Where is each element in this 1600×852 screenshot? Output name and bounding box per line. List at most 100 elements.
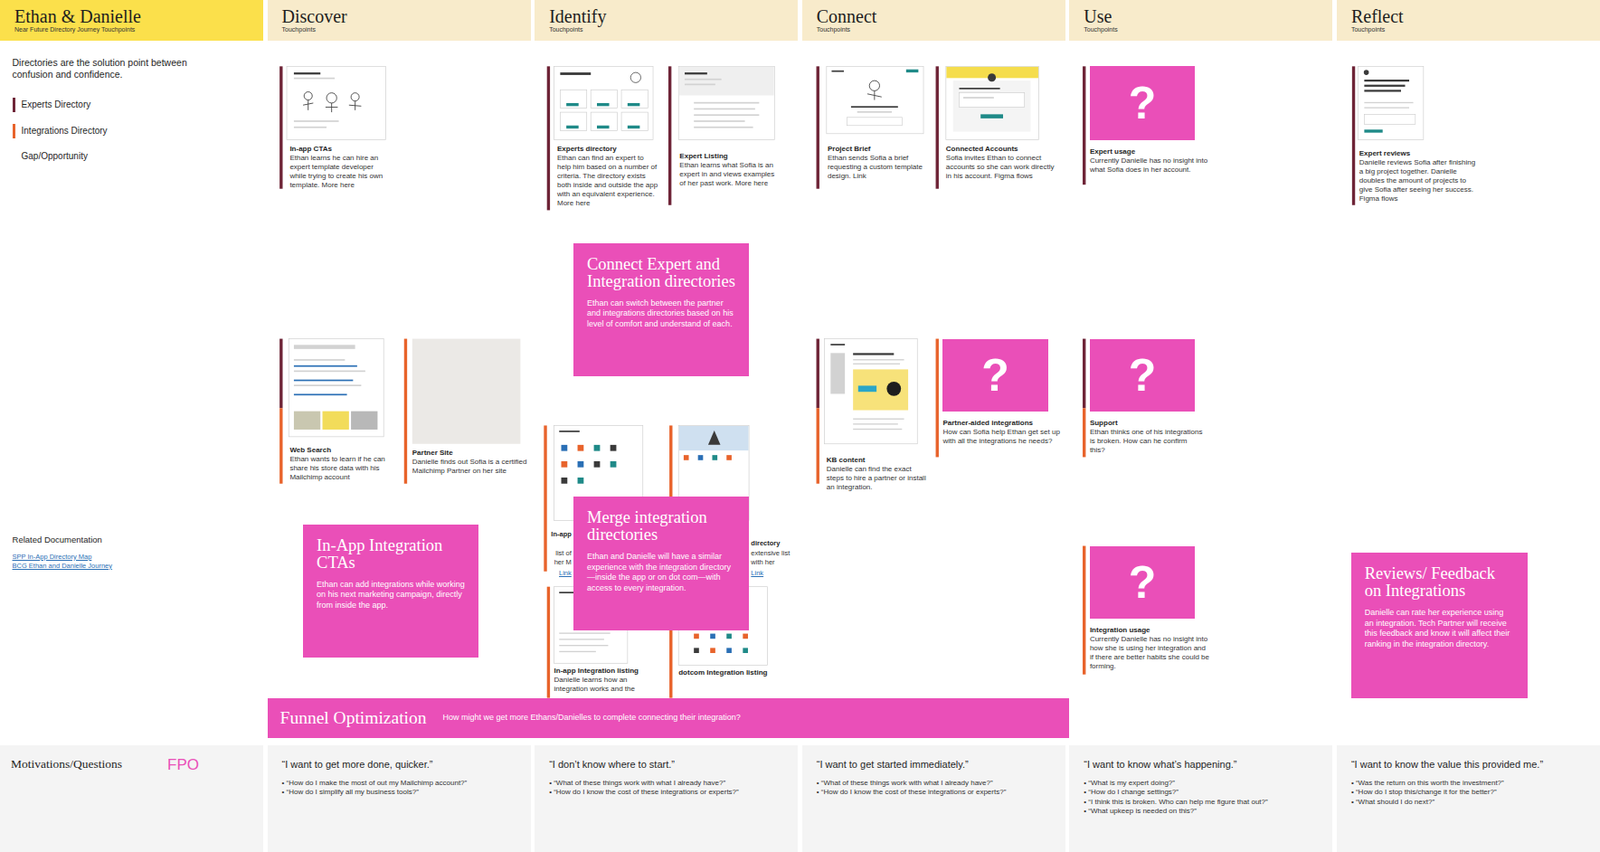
label-slot: directory [750,532,780,550]
thumbnail-card [559,112,587,131]
thumbnail-card [590,89,617,108]
gap-card: ?Partner-aided integrationsHow can Sofia… [942,339,1063,446]
question-bullet: • “How do I know the cost of these integ… [549,787,786,798]
opportunity-box: In-App Integration CTAsEthan can add int… [302,524,479,658]
funnel-question: How might we get more Ethans/Danielles t… [443,712,741,723]
column-header: UseTouchpoints [1069,0,1333,41]
legend-spacer [12,149,16,164]
thumbnail-line [852,423,899,425]
touchpoint-card: dotcom Integration listing [678,668,781,678]
touchpoint-card: In-app Integration listingDanielle learn… [554,666,663,694]
thumbnail-line [693,113,759,116]
thumbnail-line [558,638,605,640]
legend-label: Integrations Directory [21,125,108,137]
label-slot: Link [558,562,572,579]
thumbnail-figure [630,72,641,83]
thumbnail-line [852,418,904,420]
thumbnail-line [558,651,597,653]
thumbnail-card [852,369,909,410]
funnel-title: Funnel Optimization [280,708,427,729]
thumbnail-button [1363,129,1383,133]
thumbnail-line [293,72,321,75]
thumbnail-web-search [288,339,384,437]
column-title: Connect [816,7,1051,27]
thumbnail-icon [561,461,569,468]
expert-bar [279,66,283,189]
thumbnail-icon [683,454,690,461]
motivation-cell: “I don’t know where to start.”• “What of… [534,745,798,852]
thumbnail-card [621,89,648,108]
card-title: In-app CTAs [289,144,392,154]
thumbnail-card [621,112,648,131]
expert-bar [668,66,672,205]
thumbnail-field [958,93,1024,108]
column-title: Identify [549,7,784,27]
thumbnail-logo [886,381,901,397]
thumbnail-frame [554,66,654,140]
thumbnail-line [293,365,358,368]
thumbnail-icon [561,477,569,484]
card-title: dotcom Integration listing [678,668,781,678]
column-title: Ethan & Danielle [14,7,249,27]
card-text: Currently Danielle has no insight into w… [1089,156,1211,175]
thumbnail-icon [698,454,704,461]
opportunity-title: Reviews/ Feedback on Integrations [1364,565,1515,600]
thumbnail-button [627,125,641,129]
integration-bar [543,425,547,571]
legend-swatch [12,123,16,139]
card-title: Integration usage [1089,625,1211,635]
card-text: Currently Danielle has no insight into h… [1089,634,1211,672]
thumbnail-icon [726,454,732,461]
touchpoint-card: Project BriefEthan sends Sofia a brief r… [827,144,925,181]
covered-card-text: her M [554,558,572,567]
card-title: Web Search [289,445,390,455]
column-title: Discover [282,7,517,27]
thumbnail-field [846,117,902,126]
column-subtitle: Touchpoints [816,26,1051,34]
opportunity-title: Connect Expert and Integration directori… [586,255,736,291]
question-bullet: • “What of these things work with what I… [816,778,1053,789]
thumbnail-line [693,126,753,129]
question-bullet: • “How do I change settings?” [1083,787,1320,798]
thumbnail-expert-reviews [1358,66,1424,140]
thumbnail-field [1363,113,1415,124]
thumbnail-figure [867,90,882,100]
label-slot: list of [555,542,572,559]
fpo-mark: FPO [167,757,199,774]
motivations-cell: Motivations/QuestionsFPO [0,745,264,852]
covered-card-link: Link [558,568,572,578]
thumbnail-frame [1358,66,1424,140]
thumbnail-line [684,72,708,75]
covered-card-text: with her [750,558,775,567]
card-title: In-app Integration listing [554,666,663,676]
thumbnail-figure [350,93,360,102]
opportunity-title: Merge integration directories [586,509,736,544]
gap-mark: ? [1089,339,1195,412]
gap-mark: ? [1089,546,1195,619]
column-header: Ethan & DanielleNear Future Directory Jo… [0,0,264,41]
thumbnail-icon [726,647,732,654]
question-bullet: • “How do I know the cost of these integ… [816,787,1053,798]
thumbnail-line [852,363,900,365]
thumbnail-figure [302,100,313,111]
motivation-quote: “I want to know the value this provided … [1351,758,1588,771]
label-slot: Link [750,562,764,579]
opportunity-text: Ethan can add integrations while working… [316,579,465,612]
integration-bar [1082,546,1086,675]
thumbnail-icon [693,634,700,640]
thumbnail-frame [946,66,1040,140]
thumbnail-frame [288,339,384,437]
thumbnail-kb-content [824,339,919,445]
thumbnail-icon [710,634,716,640]
question-bullet: • “How do I stop this/change it for the … [1351,787,1588,798]
thumbnail-figure [708,430,721,445]
expert-bar [936,66,939,189]
thumbnail-figure [349,101,362,111]
legend-entry: Gap/Opportunity [12,149,88,164]
card-text: Danielle reviews Sofia after finishing a… [1359,158,1480,204]
label-slot: Directories are the solution point betwe… [12,56,228,82]
touchpoint-card: KB contentDanielle can find the exact st… [826,455,928,493]
card-title: Expert Listing [679,151,782,161]
motivation-quote: “I want to know what’s happening.” [1083,758,1320,771]
thumbnail-icon [561,444,569,452]
